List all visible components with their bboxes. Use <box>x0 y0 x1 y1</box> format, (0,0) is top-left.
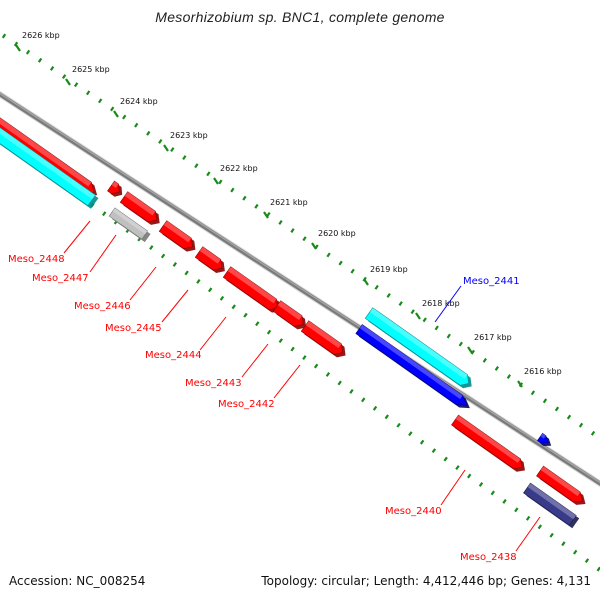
gene-arrow-meso_2443[interactable] <box>272 300 307 330</box>
scale-tick-label: 2625 kbp <box>72 65 110 74</box>
leader-line <box>434 285 462 323</box>
scale-tick-label: 2618 kbp <box>422 299 460 308</box>
gene-arrow-meso_2438[interactable] <box>536 465 586 505</box>
gene-label-meso_2443[interactable]: Meso_2443 <box>185 343 269 389</box>
gene-label-meso_2446[interactable]: Meso_2446 <box>74 266 157 312</box>
gene-arrow-misc-feature[interactable] <box>108 207 151 243</box>
gene-label-text: Meso_2443 <box>185 378 242 389</box>
gene-arrow-meso_2440[interactable] <box>451 414 525 472</box>
scale-tick-label: 2624 kbp <box>120 97 158 106</box>
scale-tick-label: 2626 kbp <box>22 31 60 40</box>
gene-arrow-reverse-feature[interactable] <box>355 324 470 409</box>
scale-dotted-line-inner <box>7 143 600 572</box>
scale-tick-label: 2623 kbp <box>170 131 208 140</box>
gene-arrow-meso_2442[interactable] <box>300 320 346 358</box>
gene-label-meso_2440[interactable]: Meso_2440 <box>385 469 466 517</box>
leader-line <box>273 364 301 399</box>
gene-arrow-rna-feature[interactable] <box>0 125 99 209</box>
gene-label-text: Meso_2445 <box>105 323 162 334</box>
gene-label-text: Meso_2442 <box>218 399 275 410</box>
leader-line <box>241 343 269 378</box>
scale-dotted-line-outer <box>1 33 596 436</box>
gene-arrow-meso_2448[interactable] <box>0 115 98 196</box>
leader-line <box>129 266 157 301</box>
leader-line <box>89 234 117 273</box>
accession-text: Accession: NC_008254 <box>9 574 146 588</box>
gene-label-text: Meso_2441 <box>463 276 520 287</box>
leader-line <box>161 289 189 323</box>
scale-tick-label: 2616 kbp <box>524 367 562 376</box>
genome-backbone <box>0 90 600 488</box>
gene-arrow-meso_2444[interactable] <box>222 266 281 313</box>
leader-line <box>63 220 91 254</box>
gene-label-text: Meso_2440 <box>385 506 442 517</box>
gene-label-meso_2445[interactable]: Meso_2445 <box>105 289 189 334</box>
gene-arrow-meso_2444[interactable] <box>194 246 225 274</box>
scale-tick-label: 2617 kbp <box>474 333 512 342</box>
gene-label-meso_2442[interactable]: Meso_2442 <box>218 364 301 410</box>
gene-label-text: Meso_2438 <box>460 552 517 563</box>
gene-label-meso_2438[interactable]: Meso_2438 <box>460 516 541 563</box>
scale-tick-label: 2620 kbp <box>318 229 356 238</box>
gene-label-text: Meso_2446 <box>74 301 131 312</box>
gene-arrow-misc-feature[interactable] <box>523 482 580 529</box>
map-title: Mesorhizobium sp. BNC1, complete genome <box>155 9 445 25</box>
gene-label-text: Meso_2448 <box>8 254 65 265</box>
genome-summary-text: Topology: circular; Length: 4,412,446 bp… <box>261 574 591 588</box>
scale-tick-label: 2622 kbp <box>220 164 258 173</box>
leader-line <box>515 516 541 552</box>
scale-tick-label: 2621 kbp <box>270 198 308 207</box>
gene-label-meso_2441[interactable]: Meso_2441 <box>434 276 520 323</box>
major-tick-marks <box>15 44 523 388</box>
gene-label-text: Meso_2447 <box>32 273 89 284</box>
scale-tick-label: 2619 kbp <box>370 265 408 274</box>
gene-label-meso_2444[interactable]: Meso_2444 <box>145 316 227 361</box>
gene-label-meso_2447[interactable]: Meso_2447 <box>32 234 117 284</box>
leader-line <box>199 316 227 351</box>
gene-arrow-meso_2445[interactable] <box>158 220 196 252</box>
gene-arrow-meso_2441[interactable] <box>364 307 472 389</box>
leader-line <box>440 469 466 506</box>
gene-label-text: Meso_2444 <box>145 350 202 361</box>
gene-arrow-meso_2447[interactable] <box>107 180 123 197</box>
gene-label-meso_2448[interactable]: Meso_2448 <box>8 220 91 265</box>
gene-arrow-meso_2446[interactable] <box>119 191 160 225</box>
gene-arrow-reverse-feature[interactable] <box>536 432 552 446</box>
